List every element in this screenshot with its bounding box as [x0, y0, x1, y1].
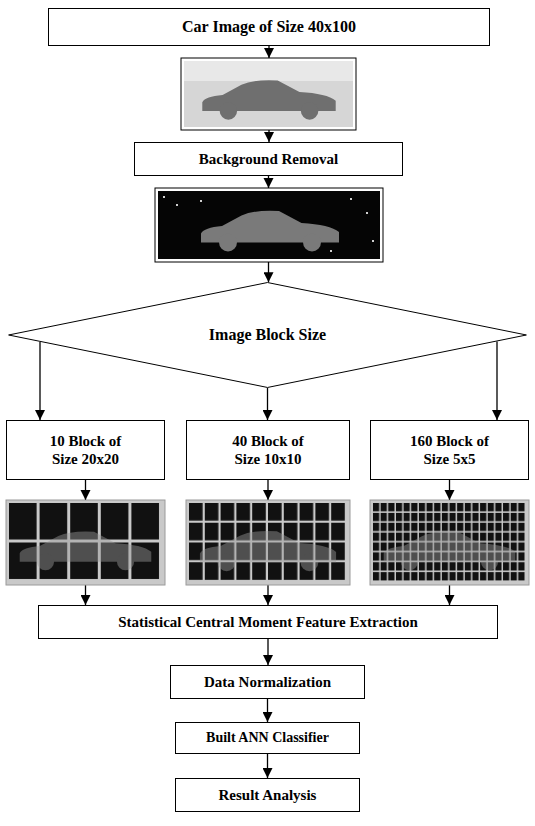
car-photo-masked: [155, 188, 383, 262]
flow-arrow: [39, 342, 40, 420]
node-label: 40 Block of Size 10x10: [218, 432, 318, 468]
grid-frame: [186, 500, 350, 585]
diamond-outline: [9, 283, 527, 388]
node-label: Background Removal: [199, 150, 338, 168]
process-box: 10 Block of Size 20x20: [6, 420, 165, 480]
node-label: Built ANN Classifier: [206, 730, 329, 747]
arrow-head: [81, 490, 91, 500]
grid-frame: [370, 500, 529, 585]
noise-speckles: [163, 196, 374, 252]
node-label: Car Image of Size 40x100: [182, 17, 356, 36]
node-label: Statistical Central Moment Feature Extra…: [118, 613, 418, 631]
process-box: 160 Block of Size 5x5: [370, 420, 529, 480]
node-label: Data Normalization: [204, 673, 331, 691]
arrow-head: [264, 178, 274, 188]
flow-arrow: [267, 699, 268, 722]
photo-sky: [184, 61, 353, 81]
car-silhouette: [20, 531, 152, 570]
flow-arrow: [267, 639, 268, 665]
decision-diamond: Image Block Size: [6, 282, 529, 388]
car-silhouette: [200, 531, 336, 571]
photo-frame: [155, 188, 383, 262]
car-silhouette: [201, 211, 339, 252]
block-grid-20: [6, 500, 165, 585]
process-box: Background Removal: [134, 142, 403, 176]
arrow-head: [445, 490, 455, 500]
node-label: Result Analysis: [219, 786, 317, 804]
grid-blocks: [373, 503, 526, 582]
block-grid-5: [370, 500, 529, 585]
grid-blocks: [9, 503, 162, 582]
flow-arrow: [496, 341, 497, 420]
flow-arrow: [267, 388, 268, 420]
block-grid-10: [186, 500, 350, 585]
grid-frame: [6, 500, 165, 585]
car-photo: [181, 58, 356, 130]
process-box: Car Image of Size 40x100: [48, 8, 490, 46]
car-silhouette: [384, 531, 516, 570]
car-silhouette: [202, 80, 335, 119]
process-box: Data Normalization: [170, 665, 365, 699]
process-box: Result Analysis: [175, 778, 360, 812]
process-box: 40 Block of Size 10x10: [186, 420, 350, 480]
node-label: 10 Block of Size 20x20: [36, 432, 136, 468]
arrow-head: [263, 490, 273, 500]
photo-frame: [181, 58, 356, 130]
node-label: Image Block Size: [209, 325, 326, 344]
arrow-head: [264, 48, 274, 58]
grid-blocks: [189, 503, 347, 582]
node-label: 160 Block of Size 5x5: [400, 432, 500, 468]
flow-arrow: [267, 754, 268, 778]
photo-ground: [158, 191, 380, 259]
photo-ground: [184, 61, 353, 127]
process-box: Built ANN Classifier: [175, 722, 360, 754]
process-box: Statistical Central Moment Feature Extra…: [38, 605, 498, 639]
